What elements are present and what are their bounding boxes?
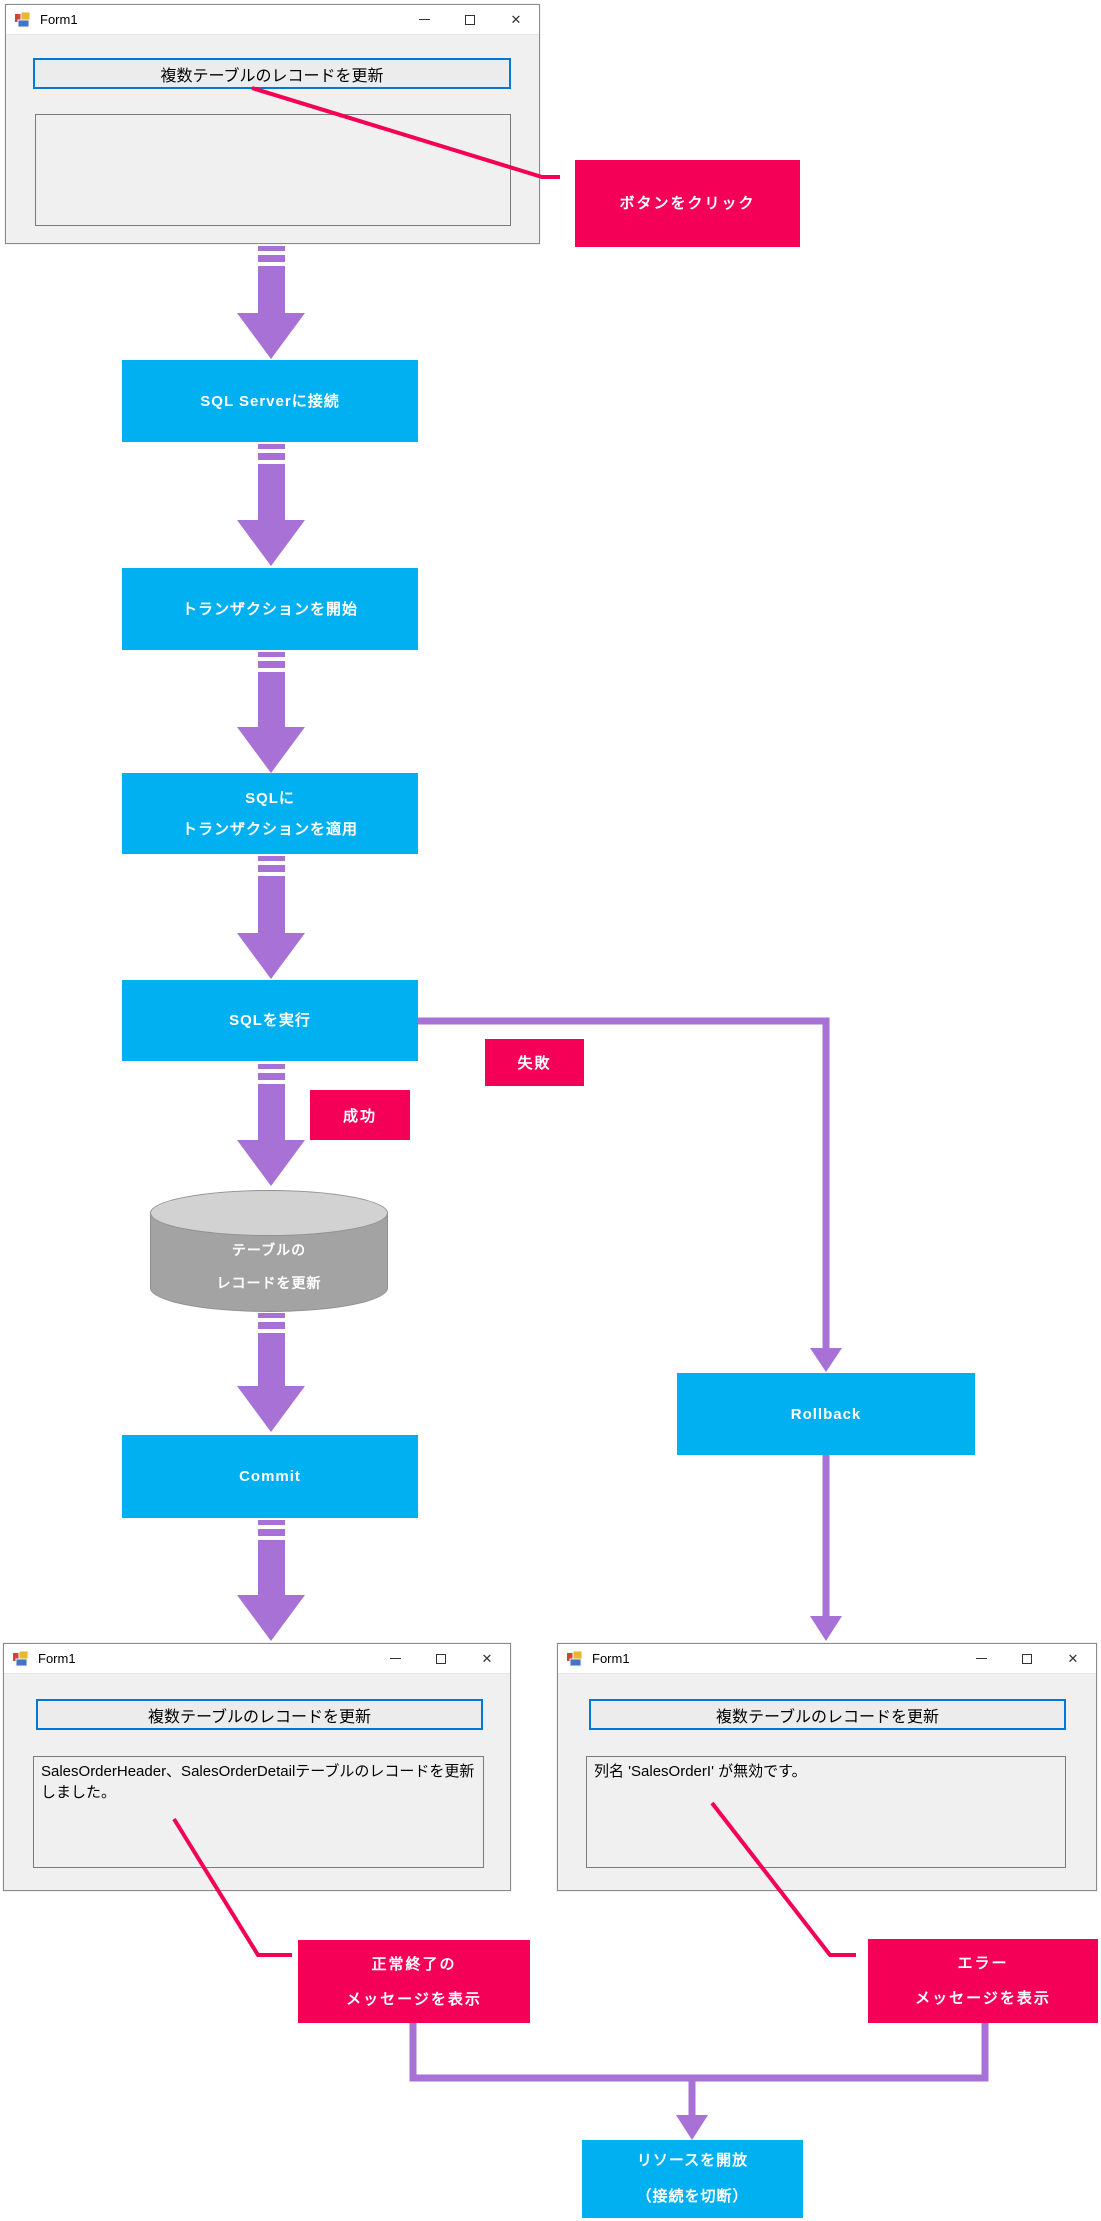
process-box-connect: SQL Serverに接続 (122, 360, 418, 442)
output-textbox (35, 114, 511, 226)
process-box-apply-transaction: SQLに トランザクションを適用 (122, 773, 418, 854)
merge-line (409, 2023, 989, 2082)
arrow-head-icon (237, 933, 305, 979)
flow-arrow-4 (237, 856, 305, 979)
annotation-failure: 失敗 (485, 1039, 584, 1086)
fail-branch-arrowhead-icon (810, 1348, 842, 1372)
release-arrowhead-icon (676, 2115, 708, 2140)
flow-arrow-1 (237, 246, 305, 359)
app-icon (13, 1650, 30, 1667)
cylinder-update-records: テーブルの レコードを更新 (150, 1190, 388, 1312)
process-box-begin-transaction: トランザクションを開始 (122, 568, 418, 650)
arrow-head-icon (237, 1386, 305, 1432)
maximize-button[interactable] (1004, 1644, 1050, 1673)
maximize-icon (436, 1653, 446, 1664)
close-icon: ✕ (510, 12, 522, 27)
annotation-success: 成功 (310, 1090, 410, 1140)
flow-arrow-5 (237, 1064, 305, 1186)
app-icon (567, 1650, 584, 1667)
process-box-rollback: Rollback (677, 1373, 975, 1455)
flow-arrow-3 (237, 652, 305, 773)
output-textbox: 列名 'SalesOrderI' が無効です。 (586, 1756, 1066, 1868)
maximize-icon (1022, 1653, 1032, 1664)
close-button[interactable]: ✕ (1050, 1644, 1096, 1673)
process-box-commit: Commit (122, 1435, 418, 1518)
form-window-success: Form1 ✕ 複数テーブルのレコードを更新 SalesOrderHeader、… (3, 1643, 511, 1891)
arrow-head-icon (237, 313, 305, 359)
window-titlebar: Form1 ✕ (558, 1644, 1096, 1674)
maximize-button[interactable] (447, 5, 493, 34)
cylinder-label: テーブルの レコードを更新 (216, 1242, 322, 1291)
close-icon: ✕ (1067, 1651, 1079, 1666)
output-textbox: SalesOrderHeader、SalesOrderDetailテーブルのレコ… (33, 1756, 484, 1868)
minimize-icon (389, 1658, 401, 1659)
minimize-button[interactable] (372, 1644, 418, 1673)
close-icon: ✕ (481, 1651, 493, 1666)
annotation-click-button: ボタンをクリック (575, 160, 800, 247)
arrow-head-icon (237, 1595, 305, 1641)
process-box-release-resources: リソースを開放 （接続を切断） (582, 2140, 803, 2218)
cylinder-top (150, 1190, 388, 1236)
flow-arrow-2 (237, 444, 305, 566)
update-records-button[interactable]: 複数テーブルのレコードを更新 (36, 1699, 483, 1730)
update-records-button[interactable]: 複数テーブルのレコードを更新 (33, 58, 511, 89)
maximize-button[interactable] (418, 1644, 464, 1673)
window-title: Form1 (40, 12, 78, 27)
annotation-error-message: エラー メッセージを表示 (868, 1939, 1098, 2023)
annotation-success-message: 正常終了の メッセージを表示 (298, 1940, 530, 2023)
process-box-execute-sql: SQLを実行 (122, 980, 418, 1061)
close-button[interactable]: ✕ (464, 1644, 510, 1673)
form-window-error: Form1 ✕ 複数テーブルのレコードを更新 列名 'SalesOrderI' … (557, 1643, 1097, 1891)
window-title: Form1 (592, 1651, 630, 1666)
rollback-arrowhead-icon (810, 1616, 842, 1641)
update-records-button[interactable]: 複数テーブルのレコードを更新 (589, 1699, 1066, 1730)
minimize-icon (418, 19, 430, 20)
minimize-button[interactable] (958, 1644, 1004, 1673)
flow-arrow-7 (237, 1520, 305, 1641)
minimize-button[interactable] (401, 5, 447, 34)
close-button[interactable]: ✕ (493, 5, 539, 34)
arrow-head-icon (237, 520, 305, 566)
window-titlebar: Form1 ✕ (6, 5, 539, 35)
form-window-initial: Form1 ✕ 複数テーブルのレコードを更新 (5, 4, 540, 244)
window-title: Form1 (38, 1651, 76, 1666)
app-icon (15, 11, 32, 28)
fail-branch-line (418, 1017, 830, 1352)
window-titlebar: Form1 ✕ (4, 1644, 510, 1674)
arrow-head-icon (237, 1140, 305, 1186)
minimize-icon (975, 1658, 987, 1659)
maximize-icon (465, 14, 475, 25)
arrow-head-icon (237, 727, 305, 773)
flow-arrow-6 (237, 1313, 305, 1432)
